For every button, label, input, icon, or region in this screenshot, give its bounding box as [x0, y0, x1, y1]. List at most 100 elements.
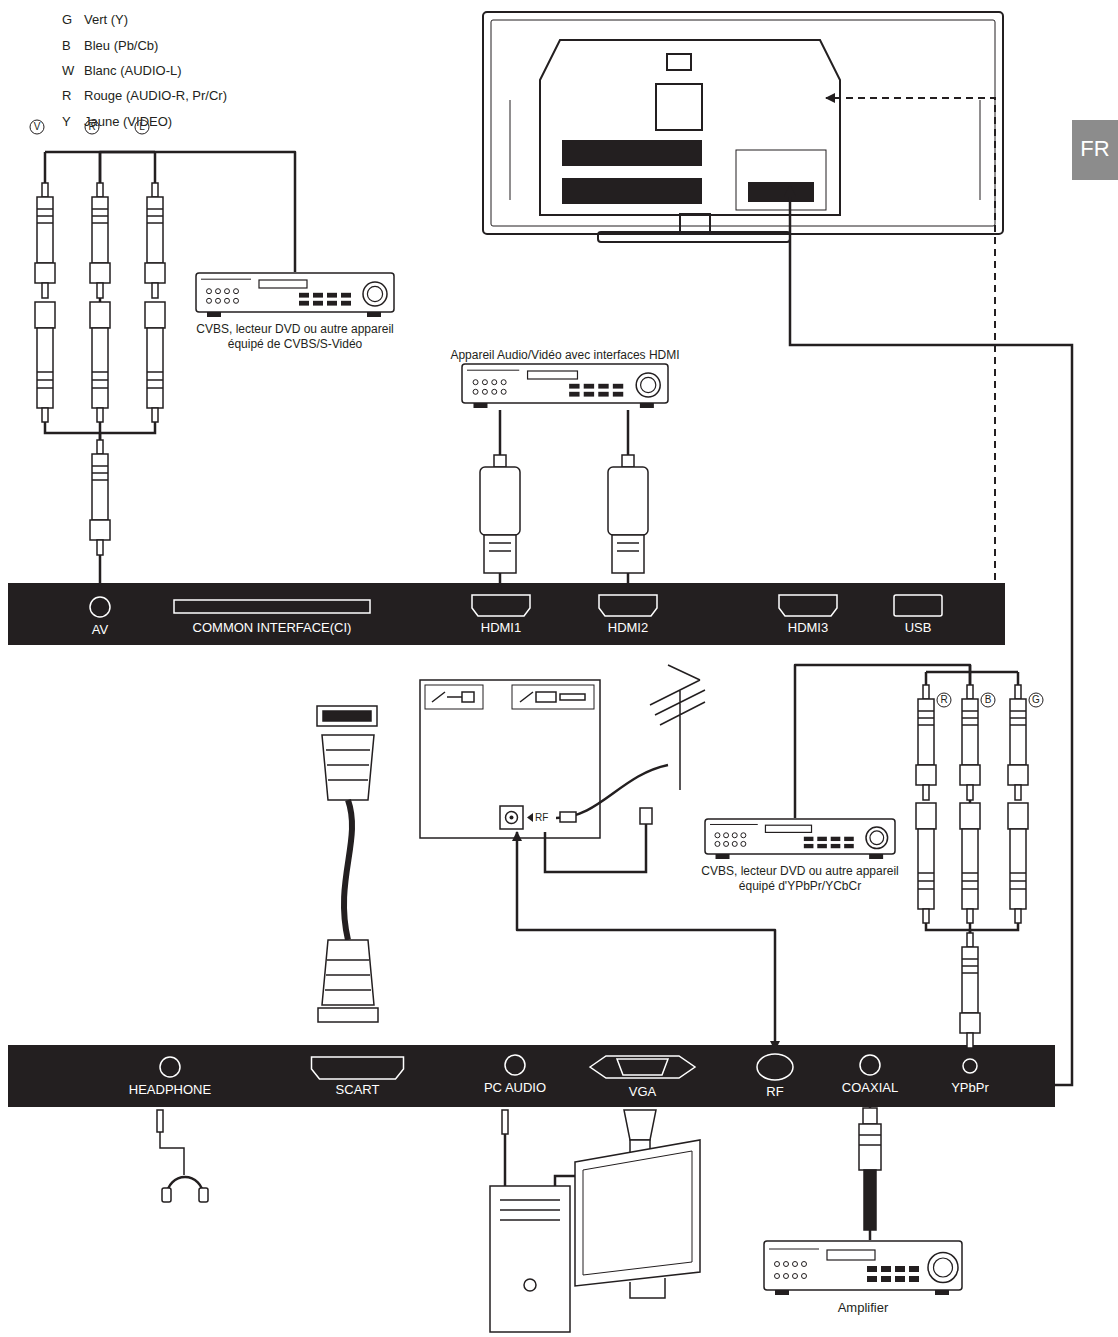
- device-led: [715, 841, 720, 846]
- device-knob-inner: [934, 1258, 953, 1277]
- device-led: [741, 833, 746, 838]
- circled-letter: R: [85, 120, 99, 134]
- letter-circle: [1029, 693, 1043, 707]
- port-icon: [465, 1050, 565, 1080]
- port-label: COAXIAL: [830, 1080, 910, 1095]
- device-body: [196, 273, 394, 312]
- headphone-cup: [199, 1188, 208, 1202]
- device-slot: [769, 1249, 819, 1250]
- device-body: [764, 1241, 962, 1290]
- device-button: [613, 384, 623, 389]
- device-led: [473, 389, 478, 394]
- device-button: [313, 293, 323, 298]
- port-box: PC AUDIO: [465, 1050, 565, 1100]
- device-box: Appareil Audio/Vidéo avec interfaces HDM…: [415, 348, 715, 410]
- coax-plug-tip: [863, 1108, 877, 1124]
- port-label: AV: [80, 622, 120, 637]
- device-box: CVBS, lecteur DVD ou autre appareil équi…: [700, 818, 900, 910]
- device-display: [827, 1250, 875, 1260]
- pc-tower: [490, 1186, 570, 1332]
- device-led: [784, 1274, 789, 1279]
- color-key-text: G: [62, 12, 72, 28]
- monitor-stand: [630, 1278, 665, 1298]
- scart-head: [322, 940, 374, 1005]
- rca-socket: [916, 803, 936, 923]
- tv-stand-neck: [680, 214, 710, 232]
- connector-panel: [8, 583, 1005, 645]
- port-box: COAXIAL: [830, 1050, 910, 1100]
- tv-vent: [562, 140, 702, 166]
- letter-circle: [981, 693, 995, 707]
- device-led: [715, 833, 720, 838]
- device-body: [462, 364, 668, 403]
- socket-plate: [500, 806, 523, 829]
- device-button: [341, 293, 351, 298]
- socket-label: RF: [535, 811, 548, 824]
- port-box: YPbPr: [940, 1052, 1000, 1100]
- device-button: [831, 844, 841, 848]
- rca-socket: [145, 302, 165, 422]
- device-led: [775, 1262, 780, 1267]
- port-label: HEADPHONE: [110, 1082, 230, 1097]
- device-knob-inner: [641, 377, 656, 392]
- device-led: [732, 833, 737, 838]
- leader-dashed-arrow: [826, 98, 995, 580]
- device-led: [802, 1262, 807, 1267]
- color-key-text: Y: [62, 114, 71, 130]
- power-button: [524, 1279, 536, 1291]
- jack-socket: [505, 1055, 525, 1075]
- circled-letter: B: [981, 693, 995, 707]
- port-label: COMMON INTERFACE(CI): [170, 620, 374, 635]
- tv-label: [667, 54, 691, 70]
- device-icon: [763, 1240, 963, 1296]
- device-caption: CVBS, lecteur DVD ou autre appareil équi…: [190, 322, 400, 352]
- scart-ribs: [325, 960, 371, 990]
- coax-cable: [864, 1170, 876, 1230]
- color-key-text: W: [62, 63, 74, 79]
- device-body: [705, 819, 895, 854]
- device-led: [724, 841, 729, 846]
- tv-port-strip: [748, 182, 814, 202]
- tv-back-cover: [540, 40, 840, 215]
- color-key-text: B: [62, 38, 71, 54]
- connector-panel: [8, 1045, 1055, 1107]
- device-led: [793, 1274, 798, 1279]
- circled-letter: R: [937, 693, 951, 707]
- headphone-cup: [162, 1188, 171, 1202]
- device-caption: CVBS, lecteur DVD ou autre appareil équi…: [700, 864, 900, 894]
- device-button: [844, 844, 854, 848]
- cable-wire: [45, 152, 155, 183]
- device-button: [909, 1266, 919, 1272]
- device-button: [804, 844, 814, 848]
- device-knob-inner: [367, 286, 382, 301]
- rca-plug: [90, 440, 110, 555]
- leader-arrow: [790, 186, 1072, 1085]
- device-led: [793, 1262, 798, 1267]
- device-button: [299, 301, 309, 306]
- port-icon: [882, 590, 954, 620]
- rca-plug: [1008, 685, 1028, 800]
- port-box: AV: [80, 592, 120, 644]
- device-led: [234, 298, 239, 303]
- device-button: [831, 837, 841, 841]
- device-led: [501, 389, 506, 394]
- port-icon: [80, 592, 120, 622]
- jack-socket: [860, 1055, 880, 1075]
- device-led: [775, 1274, 780, 1279]
- pc-monitor: [575, 1140, 700, 1286]
- port-icon: [592, 590, 664, 620]
- device-button: [817, 844, 827, 848]
- hdmi-plug: [480, 455, 520, 573]
- device-button: [881, 1276, 891, 1282]
- device-button: [584, 384, 594, 389]
- usb-socket: [894, 595, 942, 616]
- port-icon: [585, 1050, 700, 1084]
- port-box: HEADPHONE: [110, 1052, 230, 1102]
- port-box: HDMI3: [772, 590, 844, 644]
- circled-letter: L: [135, 120, 149, 134]
- port-icon: [305, 1052, 410, 1082]
- drive-slots: [500, 1200, 560, 1220]
- scart-connector: [317, 706, 377, 726]
